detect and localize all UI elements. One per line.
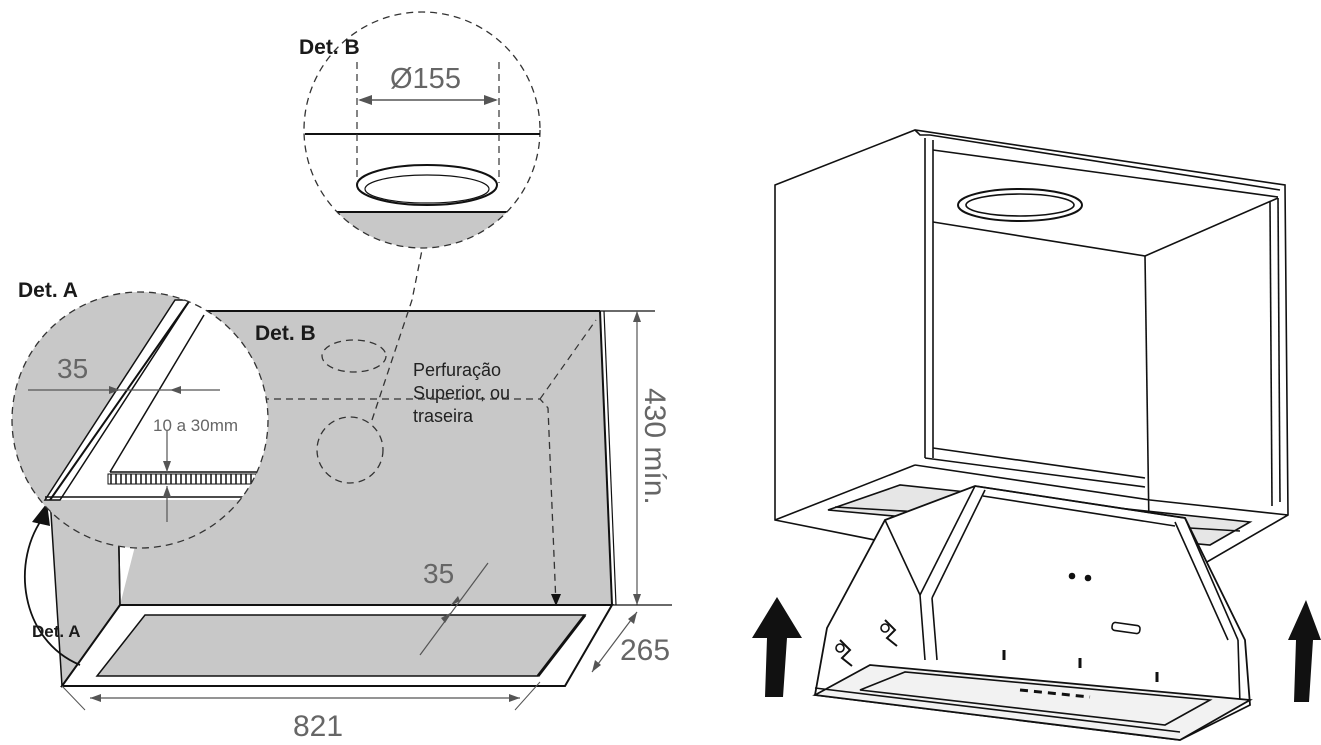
depth-dimension-label: 265 <box>620 634 670 667</box>
length-dimension-label: 821 <box>293 710 343 743</box>
drilling-note-line-1: Perfuração <box>413 360 501 380</box>
drilling-note-line-3: traseira <box>413 406 474 426</box>
detail-b-diameter: Ø155 <box>390 63 461 95</box>
height-dimension-label: 430 mín. <box>638 388 671 505</box>
up-arrow-icon-left <box>752 597 802 697</box>
up-arrow-icon-right <box>1288 600 1321 702</box>
detail-b-title: Det. B <box>299 36 360 59</box>
left-cabinet-drawing: Det. B Ø155 Det. A 35 10 a 30mm Det. B P… <box>11 11 672 743</box>
detail-a-gap: 10 a 30mm <box>153 416 238 435</box>
right-cabinet-drawing <box>774 129 1289 741</box>
detail-a-width: 35 <box>57 353 88 384</box>
frame-width-label: 35 <box>423 558 454 589</box>
panel-detail-b-label: Det. B <box>255 322 316 345</box>
hood-opening-inner <box>95 614 587 677</box>
small-detail-a-label: Det. A <box>32 622 81 641</box>
detail-a-title: Det. A <box>18 279 78 302</box>
detail-a-callout <box>11 291 269 549</box>
curved-arrow-head <box>32 503 50 526</box>
drilling-note-line-2: Superior, ou <box>413 383 510 403</box>
